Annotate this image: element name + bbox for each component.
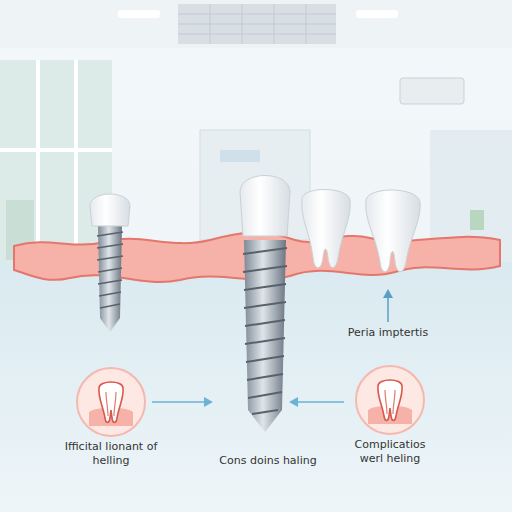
circle-outline (354, 364, 426, 436)
icon-circle-node: Complicatios werl heling (332, 364, 448, 466)
node-caption: Ifficital lionant of helling (61, 440, 161, 468)
tooth-icon-circle (75, 366, 147, 438)
circle-outline (75, 366, 147, 438)
callout-label: Peria imptertis (338, 326, 438, 340)
callout-label: Cons doins haling (208, 454, 328, 468)
node-caption: Complicatios werl heling (344, 438, 436, 466)
icon-circle-node: Ifficital lionant of helling (55, 366, 167, 468)
tooth-icon-circle (354, 364, 426, 436)
